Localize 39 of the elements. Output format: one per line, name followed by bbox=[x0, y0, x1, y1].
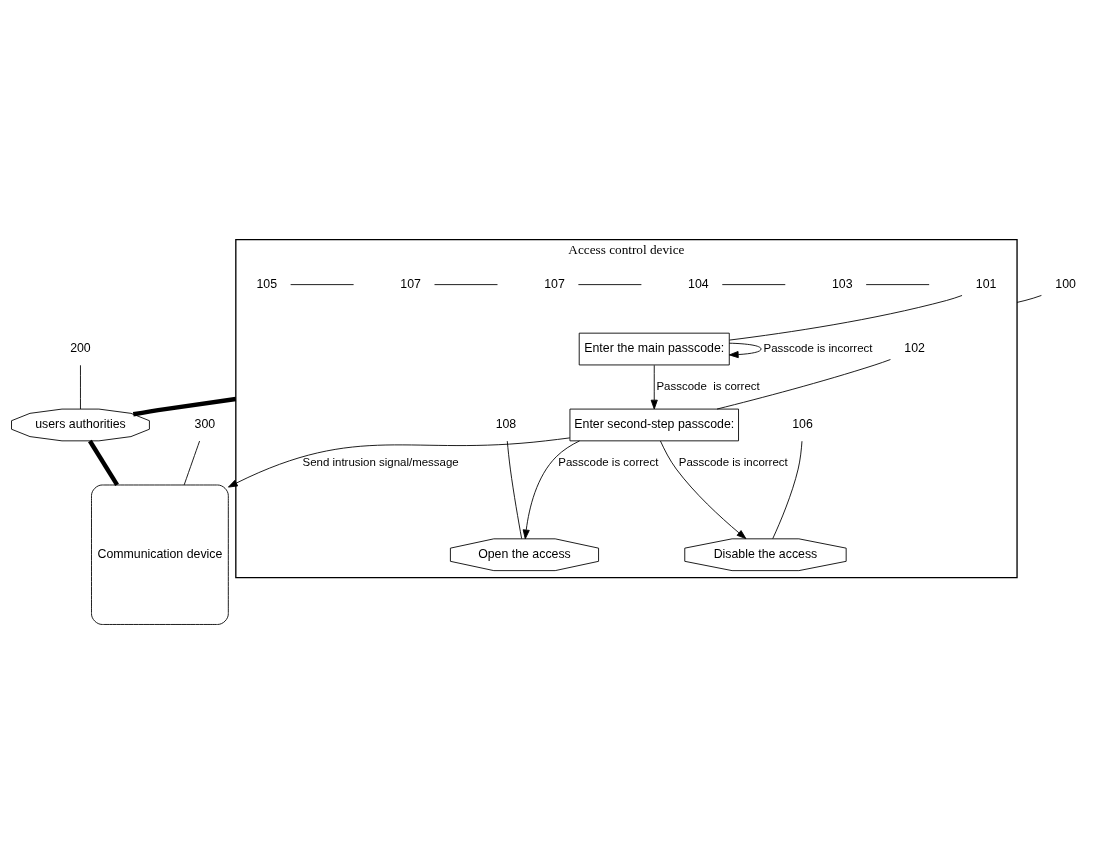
node-text: 100 bbox=[1055, 276, 1076, 291]
arrow bbox=[728, 342, 762, 359]
connector bbox=[729, 295, 963, 341]
connector bbox=[577, 284, 642, 286]
connector bbox=[132, 396, 237, 417]
arrow bbox=[227, 437, 571, 488]
connector bbox=[80, 364, 81, 410]
arrow bbox=[660, 440, 747, 540]
arrow bbox=[522, 440, 580, 540]
connector bbox=[1016, 295, 1042, 303]
node-box: Communication device bbox=[91, 484, 229, 625]
connector bbox=[506, 440, 523, 540]
node-text: 105 bbox=[256, 276, 278, 291]
connector bbox=[865, 284, 930, 286]
node-text: 104 bbox=[688, 276, 709, 291]
connector bbox=[88, 439, 119, 487]
edge-label: Passcode is incorrect bbox=[678, 455, 788, 468]
node-text: 200 bbox=[70, 341, 91, 356]
node-box: Enter second-step passcode: bbox=[569, 408, 739, 442]
node-text: 108 bbox=[495, 417, 517, 432]
connector bbox=[290, 284, 355, 286]
connector bbox=[721, 284, 786, 286]
node-text: 106 bbox=[792, 417, 813, 432]
node-text: 103 bbox=[831, 276, 853, 291]
node-text: 101 bbox=[975, 276, 997, 291]
node-text: 102 bbox=[904, 341, 925, 356]
node-box: Enter the main passcode: bbox=[578, 332, 730, 366]
node-text: 107 bbox=[400, 276, 421, 291]
edge-label: Passcode is correct bbox=[656, 380, 760, 393]
edge-label: Passcode is incorrect bbox=[763, 342, 873, 355]
connector bbox=[716, 359, 891, 410]
arrow bbox=[650, 364, 658, 410]
connector bbox=[183, 440, 201, 486]
edge-label: Passcode is correct bbox=[558, 455, 659, 468]
connector bbox=[434, 284, 498, 286]
edge-label: Send intrusion signal/message bbox=[302, 455, 459, 468]
connector bbox=[772, 440, 803, 540]
node-text: 107 bbox=[544, 276, 565, 291]
node-text: 300 bbox=[194, 417, 216, 432]
